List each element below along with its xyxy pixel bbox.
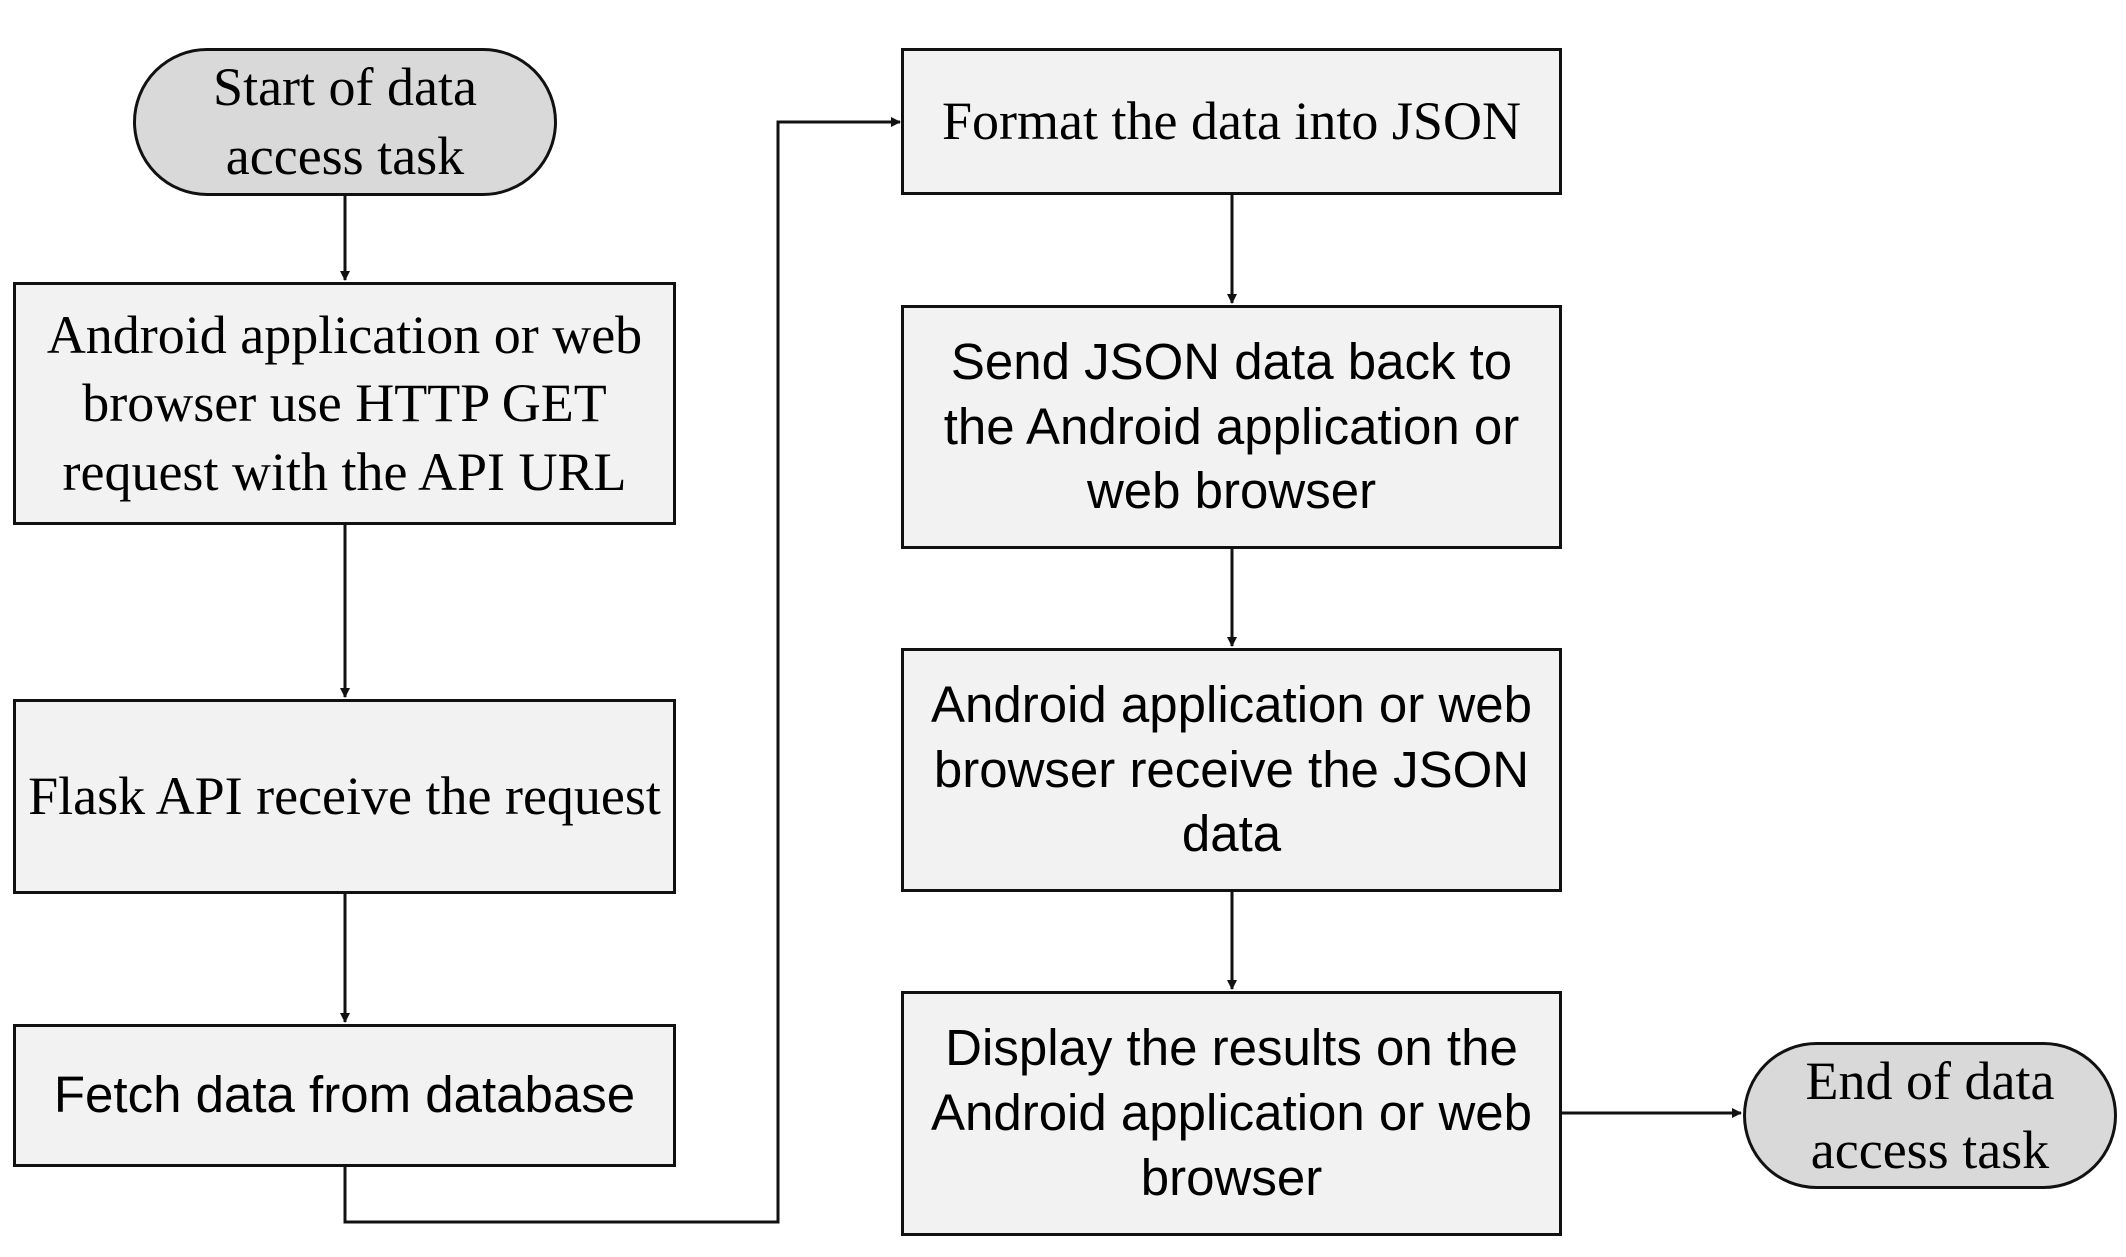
display-results-label: Display the results on the Android appli… [930,1019,1533,1206]
send-json-label: Send JSON data back to the Android appli… [943,332,1520,520]
receive-json-step: Android application or web browser recei… [901,648,1562,892]
end-terminal: End of data access task [1743,1042,2117,1189]
start-label: Start of data access task [213,57,477,186]
http-request-step: Android application or web browser use H… [13,282,676,525]
fetch-data-step: Fetch data from database [13,1024,676,1167]
arrow-fetch-to-format [343,117,901,1224]
flask-receive-label: Flask API receive the request [28,766,661,827]
send-json-step: Send JSON data back to the Android appli… [901,305,1562,549]
display-results-step: Display the results on the Android appli… [901,991,1562,1236]
flask-receive-step: Flask API receive the request [13,699,676,894]
end-label: End of data access task [1805,1050,2055,1180]
receive-json-label: Android application or web browser recei… [930,675,1533,863]
format-json-label: Format the data into JSON [942,91,1521,152]
format-json-step: Format the data into JSON [901,48,1562,195]
http-request-label: Android application or web browser use H… [46,304,643,502]
start-terminal: Start of data access task [133,48,557,196]
fetch-data-label: Fetch data from database [53,1066,636,1124]
